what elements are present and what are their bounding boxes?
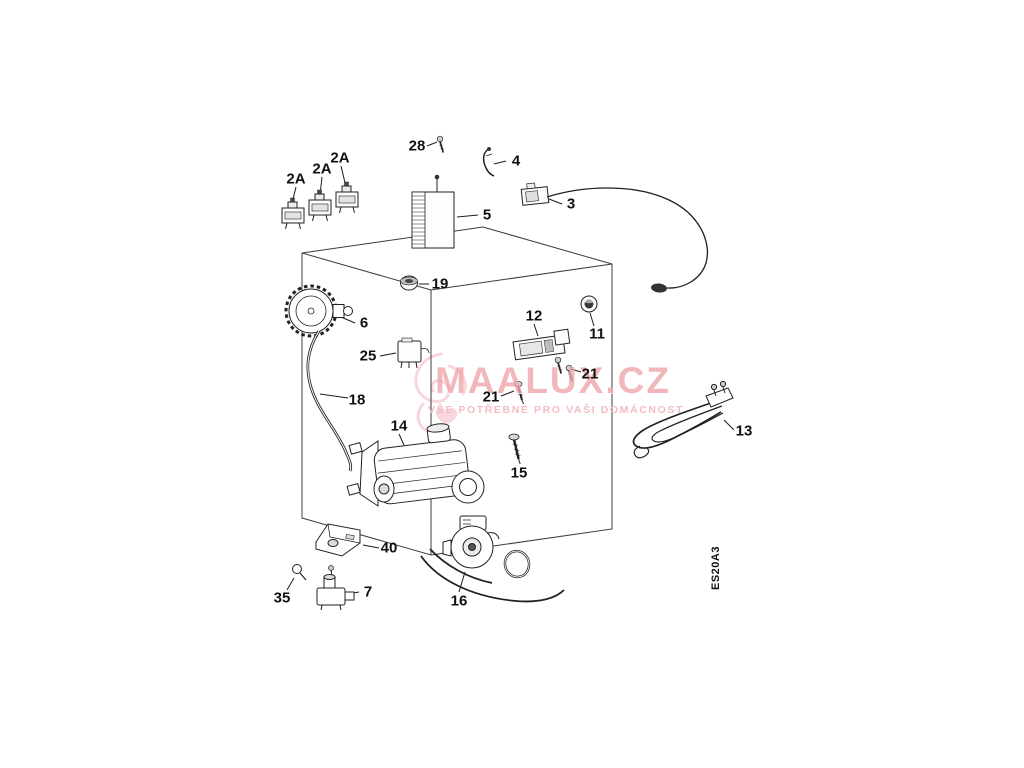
- pressure-switch-parts: [281, 181, 359, 230]
- watermark-brand: MAALUX.CZ: [435, 360, 671, 401]
- watermark-logo: [383, 336, 493, 451]
- part-label-11: 11: [589, 325, 605, 343]
- capacitor-part: [411, 174, 455, 249]
- timer-part: [284, 284, 353, 338]
- part-label-2a: 2A: [312, 160, 332, 178]
- thermostat-part: [520, 182, 708, 293]
- grommet-part: [400, 275, 418, 291]
- seal-ring-part: [503, 549, 531, 579]
- heating-element-part: [632, 380, 734, 459]
- drain-pump-part: [420, 515, 565, 603]
- part-label-13: 13: [735, 422, 753, 440]
- part-label-14: 14: [390, 417, 408, 435]
- bracket-part: [315, 523, 361, 557]
- inlet-valve-part: [316, 565, 355, 611]
- watermark-tagline: VŠE POTŘEBNÉ PRO VAŠI DOMÁCNOST: [428, 404, 684, 416]
- part-label-6: 6: [359, 314, 369, 332]
- part-label-35: 35: [273, 589, 291, 607]
- diagram-code: ES20A3: [710, 546, 722, 590]
- door-lock-part: [512, 328, 574, 383]
- part-label-2a: 2A: [286, 170, 306, 188]
- part-label-4: 4: [511, 152, 521, 170]
- part-label-5: 5: [482, 206, 492, 224]
- hose-part: [306, 330, 353, 472]
- part-label-19: 19: [431, 275, 449, 293]
- part-label-21: 21: [482, 388, 500, 406]
- leader-lines: [286, 141, 735, 595]
- part-label-25: 25: [359, 347, 377, 365]
- part-label-40: 40: [380, 539, 398, 557]
- part-label-7: 7: [363, 583, 373, 601]
- part-label-2a: 2A: [330, 149, 350, 167]
- hook-clip-part: [482, 147, 495, 177]
- part-label-21: 21: [581, 365, 599, 383]
- part-label-3: 3: [566, 195, 576, 213]
- button-part: [580, 295, 598, 313]
- part-label-12: 12: [525, 307, 543, 325]
- relay-part: [397, 337, 430, 369]
- clip-part: [292, 564, 307, 581]
- screw-15-part: [508, 433, 521, 465]
- watermark-heart-icon: [435, 407, 458, 425]
- part-label-28: 28: [408, 137, 426, 155]
- part-label-15: 15: [510, 464, 528, 482]
- main-pump-motor-part: [346, 423, 485, 507]
- part-label-18: 18: [348, 391, 366, 409]
- screw-21-part: [513, 381, 525, 405]
- screw-28-part: [436, 135, 445, 154]
- part-label-16: 16: [450, 592, 468, 610]
